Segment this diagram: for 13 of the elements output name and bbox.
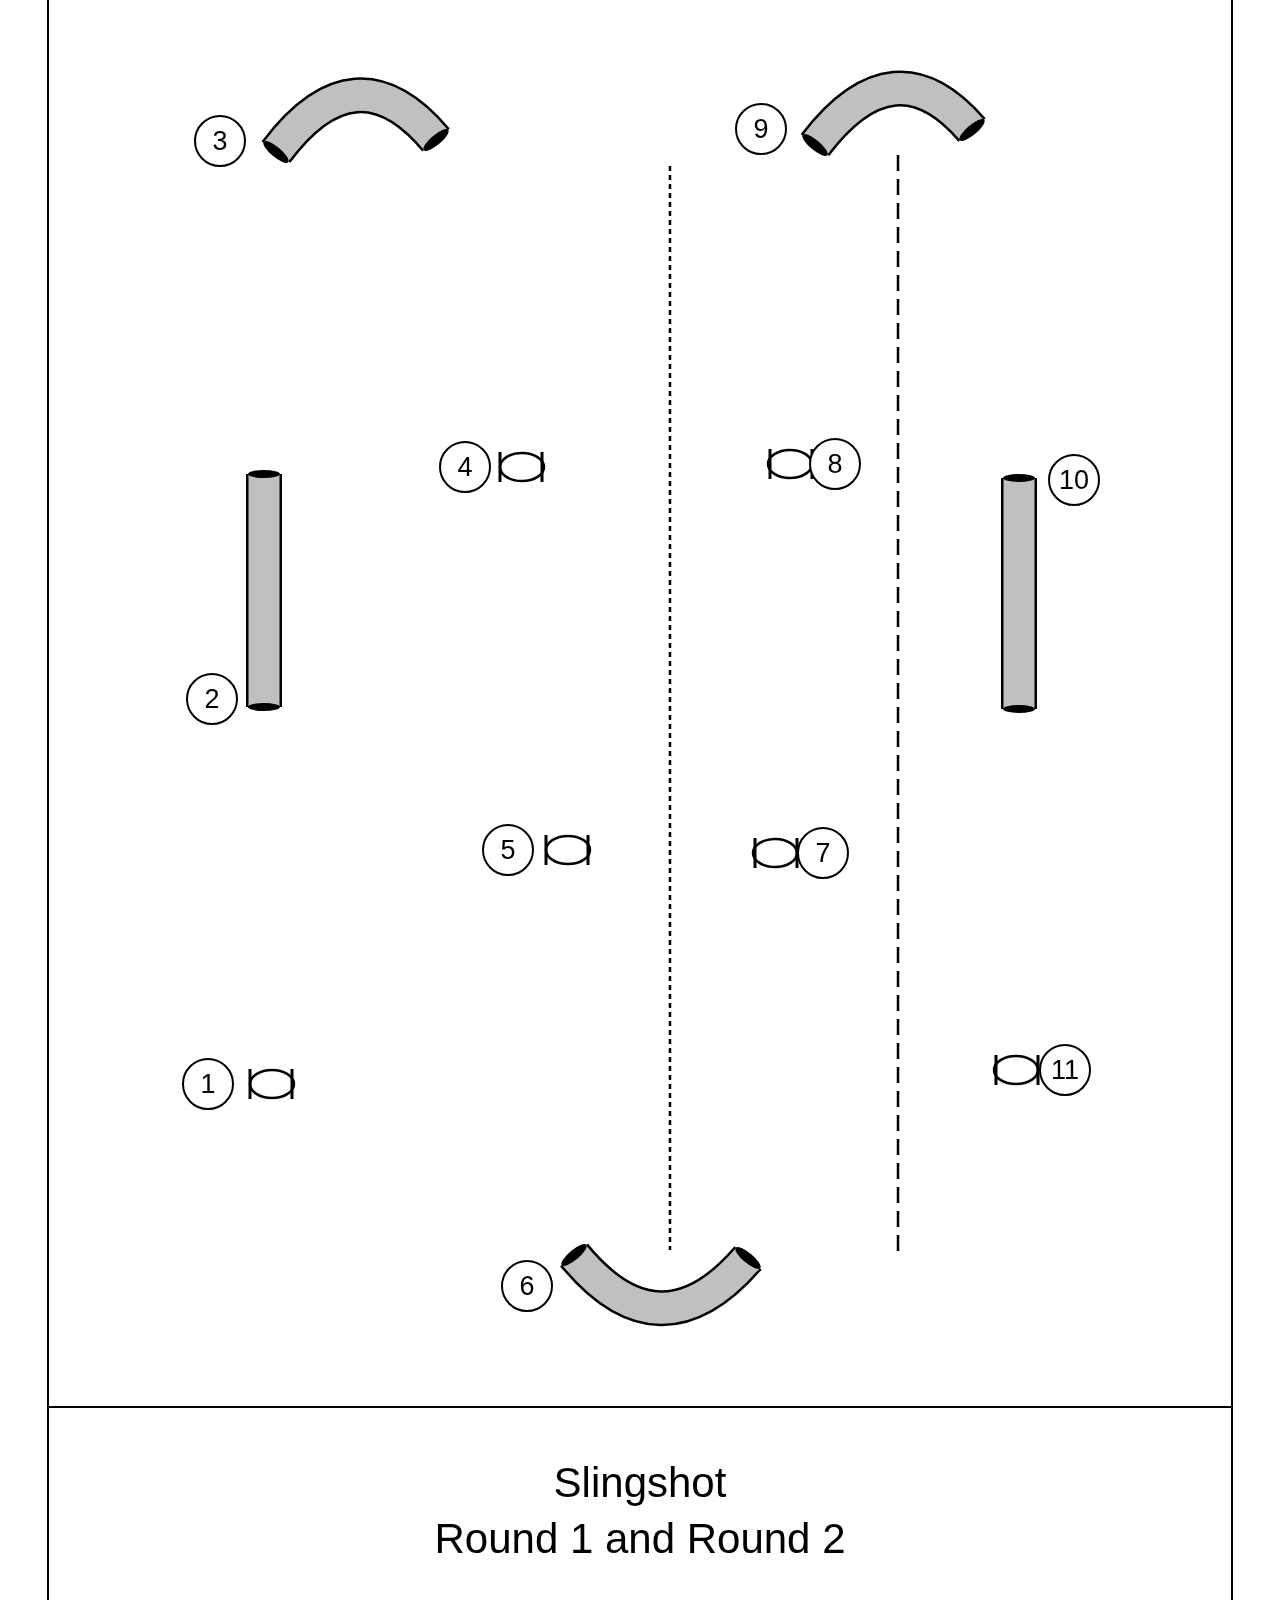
callout-number: 7 xyxy=(797,827,849,879)
course-title: Slingshot xyxy=(552,1462,728,1504)
callout-number: 9 xyxy=(735,103,787,155)
callout-number: 2 xyxy=(186,673,238,725)
callout-number: 1 xyxy=(182,1058,234,1110)
callout-number: 10 xyxy=(1048,454,1100,506)
course-caption: Round 1 and Round 2 xyxy=(433,1518,847,1560)
callout-number: 6 xyxy=(501,1260,553,1312)
callout-number: 8 xyxy=(809,438,861,490)
callout-number: 4 xyxy=(439,441,491,493)
callout-number: 3 xyxy=(194,115,246,167)
callout-number: 5 xyxy=(482,824,534,876)
callout-number: 11 xyxy=(1039,1044,1091,1096)
